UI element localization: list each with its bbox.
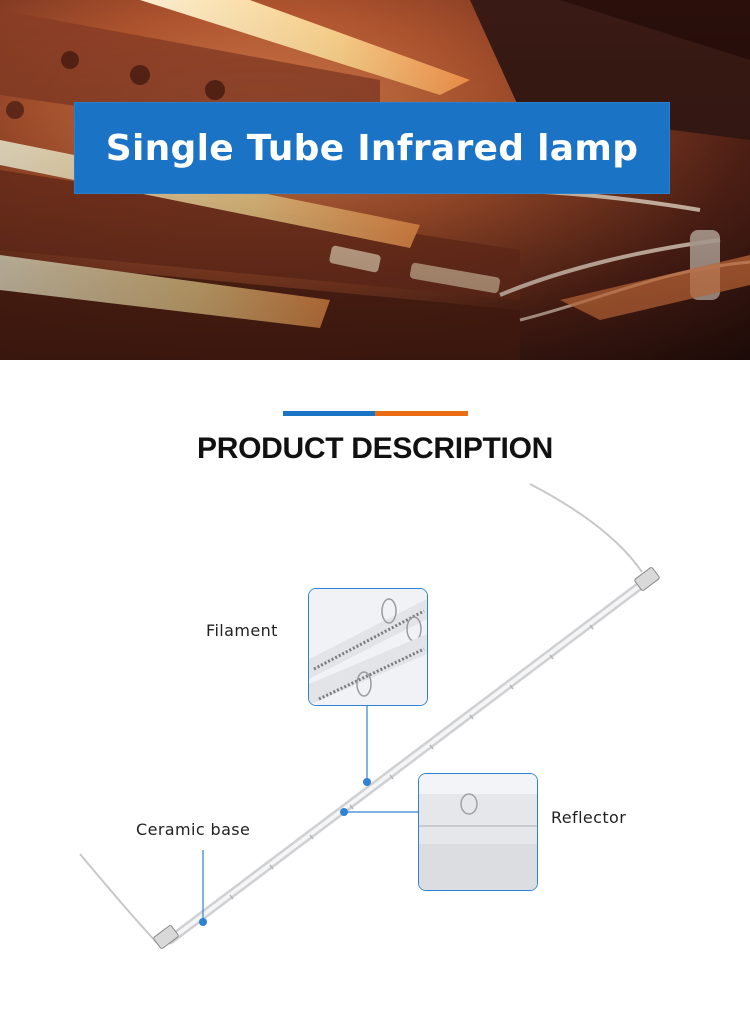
reflector-closeup <box>418 773 538 891</box>
filament-marker-dot <box>363 778 371 786</box>
hero-banner: Single Tube Infrared lamp <box>0 0 750 360</box>
ceramic-base-label: Ceramic base <box>136 820 251 839</box>
lamp-illustration <box>79 483 660 949</box>
filament-closeup <box>308 588 428 706</box>
section-title: PRODUCT DESCRIPTION <box>197 432 553 465</box>
product-diagram: Filament Ceramic base Reflector <box>0 470 750 1032</box>
heading-rule-blue <box>283 411 375 416</box>
filament-closeup-image <box>309 589 427 705</box>
reflector-marker-dot <box>340 808 348 816</box>
reflector-label: Reflector <box>551 808 627 827</box>
heading-rule-orange <box>375 411 468 416</box>
banner-title-box: Single Tube Infrared lamp <box>74 102 670 194</box>
filament-label: Filament <box>206 621 278 640</box>
reflector-closeup-image <box>419 774 537 890</box>
ceramic-base-marker-dot <box>199 918 207 926</box>
banner-title: Single Tube Infrared lamp <box>105 127 639 169</box>
